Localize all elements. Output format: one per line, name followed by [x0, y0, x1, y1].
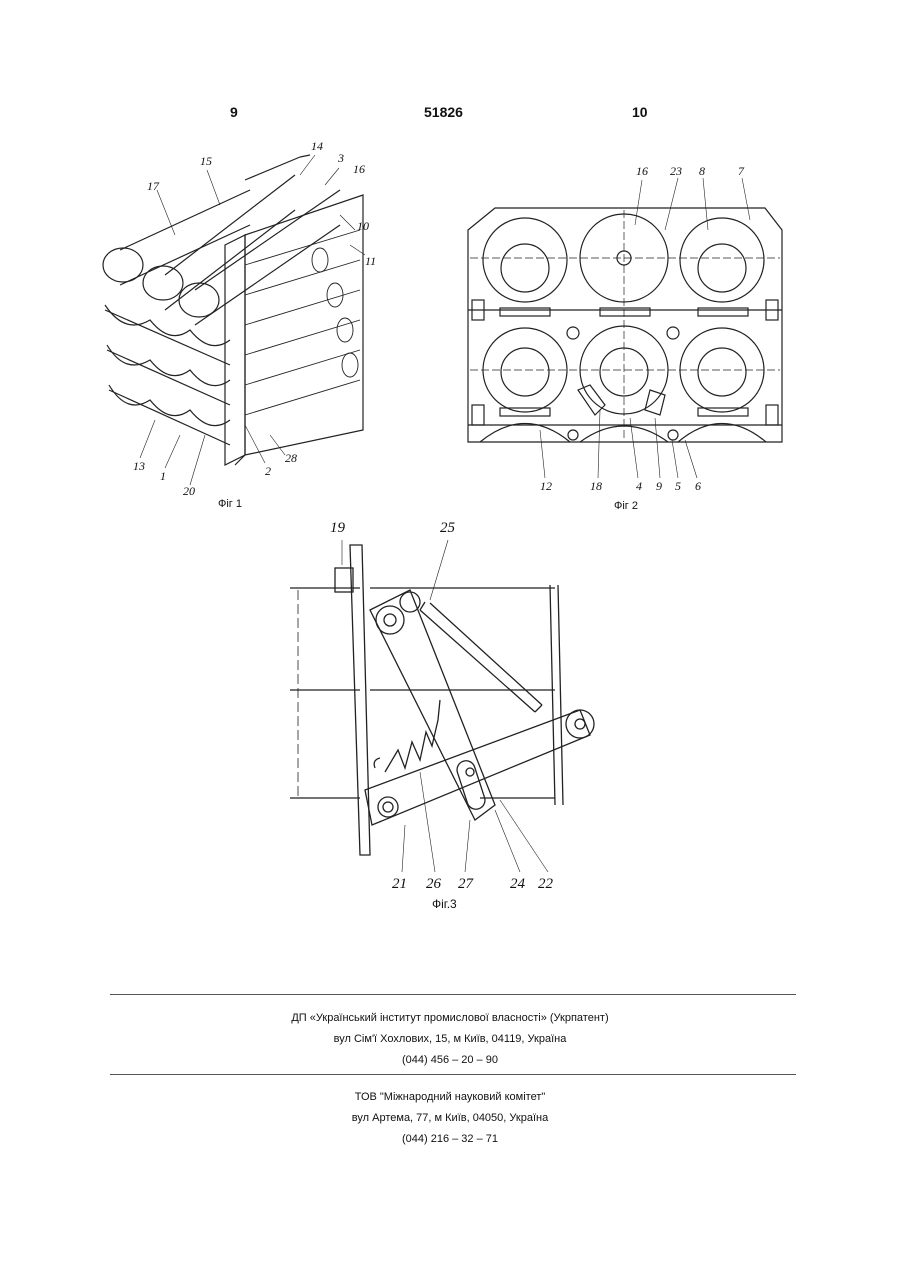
fig1-label-16: 16 — [353, 162, 365, 176]
publisher-phone: (044) 456 – 20 – 90 — [0, 1050, 900, 1071]
footer-rule-middle — [110, 1074, 796, 1075]
fig3-label-25: 25 — [440, 520, 456, 536]
printer-phone: (044) 216 – 32 – 71 — [0, 1129, 900, 1150]
fig2-label-23: 23 — [670, 164, 682, 178]
fig1-caption: Фіг 1 — [218, 498, 242, 510]
fig1-label-2: 2 — [265, 464, 271, 478]
fig1-label-13: 13 — [133, 459, 145, 473]
printer-block: ТОВ "Міжнародний науковий комітет" вул А… — [0, 1087, 900, 1150]
figure-1-drawing: 15 14 3 16 17 10 11 13 1 20 2 28 — [95, 135, 375, 495]
fig2-label-9: 9 — [656, 479, 662, 493]
fig3-caption: Фіг.3 — [432, 897, 457, 911]
fig2-label-16: 16 — [636, 164, 648, 178]
fig2-label-7: 7 — [738, 164, 745, 178]
fig3-label-21: 21 — [392, 876, 407, 890]
fig1-label-20: 20 — [183, 484, 195, 495]
printer-address: вул Артема, 77, м Київ, 04050, Україна — [0, 1108, 900, 1129]
fig1-label-1: 1 — [160, 469, 166, 483]
fig1-label-15: 15 — [200, 154, 212, 168]
fig1-label-14: 14 — [311, 139, 323, 153]
fig2-label-12: 12 — [540, 479, 552, 493]
patent-number: 51826 — [424, 104, 463, 120]
fig2-label-4: 4 — [636, 479, 642, 493]
fig2-label-8: 8 — [699, 164, 705, 178]
page-number-left: 9 — [230, 104, 238, 120]
fig2-label-6: 6 — [695, 479, 701, 493]
fig1-label-11: 11 — [365, 254, 375, 268]
fig1-label-3: 3 — [337, 151, 344, 165]
fig2-label-5: 5 — [675, 479, 681, 493]
fig3-label-22: 22 — [538, 876, 554, 890]
publisher-block: ДП «Український інститут промислової вла… — [0, 1008, 900, 1071]
publisher-org: ДП «Український інститут промислової вла… — [0, 1008, 900, 1029]
fig3-label-26: 26 — [426, 876, 442, 890]
figure-3-drawing: 19 25 21 26 27 24 22 — [280, 510, 600, 890]
fig1-label-10: 10 — [357, 219, 369, 233]
fig2-caption: Фіг 2 — [614, 500, 638, 512]
fig3-label-24: 24 — [510, 876, 526, 890]
fig3-label-27: 27 — [458, 876, 475, 890]
fig3-label-19: 19 — [330, 520, 346, 536]
printer-org: ТОВ "Міжнародний науковий комітет" — [0, 1087, 900, 1108]
footer-rule-top — [110, 994, 796, 995]
fig1-label-17: 17 — [147, 179, 160, 193]
publisher-address: вул Сім'ї Хохлових, 15, м Київ, 04119, У… — [0, 1029, 900, 1050]
fig1-label-28: 28 — [285, 451, 297, 465]
page-number-right: 10 — [632, 104, 648, 120]
fig2-label-18: 18 — [590, 479, 602, 493]
figure-2-drawing: 16 23 8 7 12 18 4 9 5 6 — [460, 160, 790, 500]
